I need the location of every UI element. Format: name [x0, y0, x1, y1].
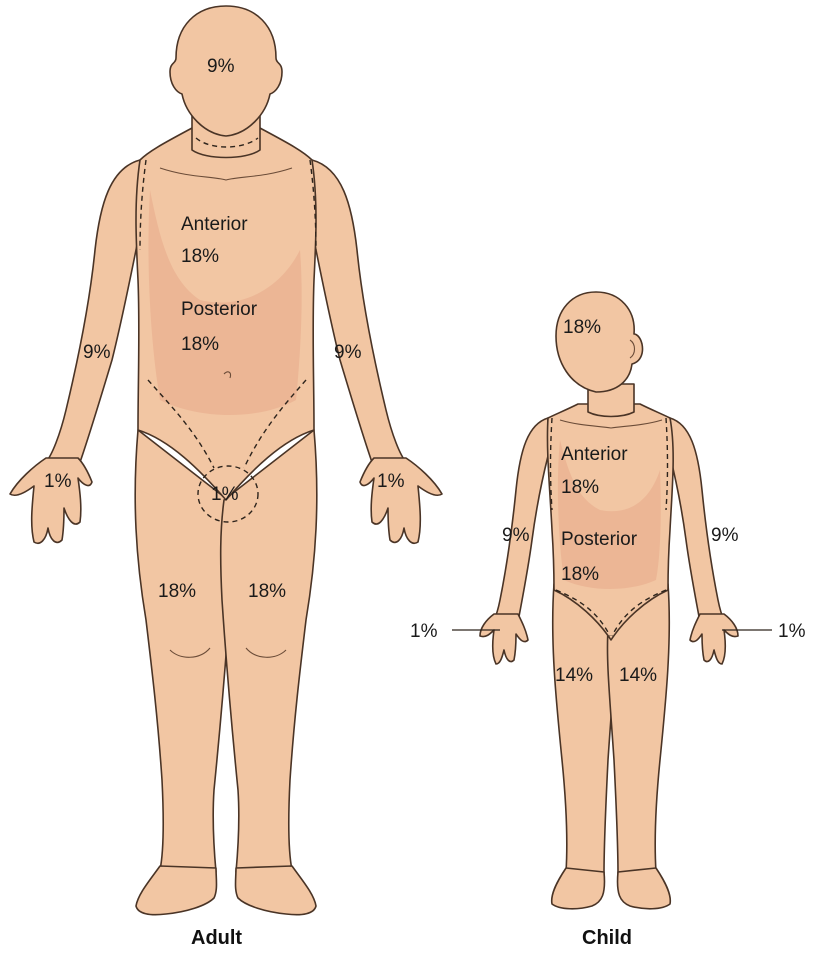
- adult-right-arm-label: 9%: [83, 342, 111, 363]
- child-head-label: 18%: [563, 317, 601, 338]
- adult-posterior-value: 18%: [181, 334, 219, 355]
- child-caption: Child: [582, 927, 632, 949]
- child-left-arm-label: 9%: [711, 525, 739, 546]
- child-right-arm: [494, 418, 548, 622]
- child-anterior-value: 18%: [561, 477, 599, 498]
- child-left-leg-label: 14%: [619, 665, 657, 686]
- child-anterior-label: Anterior: [561, 444, 628, 465]
- child-left-hand: [690, 614, 738, 664]
- adult-right-arm: [46, 160, 140, 468]
- child-posterior-value: 18%: [561, 564, 599, 585]
- child-right-foot: [552, 868, 605, 909]
- adult-right-hand-label: 1%: [44, 471, 72, 492]
- adult-left-arm-label: 9%: [334, 342, 362, 363]
- adult-anterior-value: 18%: [181, 246, 219, 267]
- adult-left-foot: [236, 866, 317, 915]
- child-right-hand: [480, 614, 528, 664]
- adult-right-foot: [136, 866, 217, 915]
- adult-left-arm: [312, 160, 406, 468]
- adult-caption: Adult: [191, 927, 242, 949]
- child-left-arm: [670, 418, 724, 622]
- adult-groin-label: 1%: [211, 484, 239, 505]
- child-left-hand-label: 1%: [778, 621, 806, 642]
- child-right-leg-label: 14%: [555, 665, 593, 686]
- adult-left-hand-label: 1%: [377, 471, 405, 492]
- adult-left-leg-label: 18%: [248, 581, 286, 602]
- adult-head-label: 9%: [207, 56, 235, 77]
- child-right-arm-label: 9%: [502, 525, 530, 546]
- child-head: [556, 292, 643, 392]
- child-figure: 18% Anterior 18% Posterior 18% 9% 9% 1% …: [410, 292, 806, 949]
- child-right-hand-label: 1%: [410, 621, 438, 642]
- adult-right-leg-label: 18%: [158, 581, 196, 602]
- adult-posterior-label: Posterior: [181, 299, 258, 320]
- adult-anterior-label: Anterior: [181, 214, 248, 235]
- child-posterior-label: Posterior: [561, 529, 638, 550]
- child-left-foot: [618, 868, 671, 909]
- adult-figure: 9% Anterior 18% Posterior 18% 9% 9% 1% 1…: [10, 6, 442, 949]
